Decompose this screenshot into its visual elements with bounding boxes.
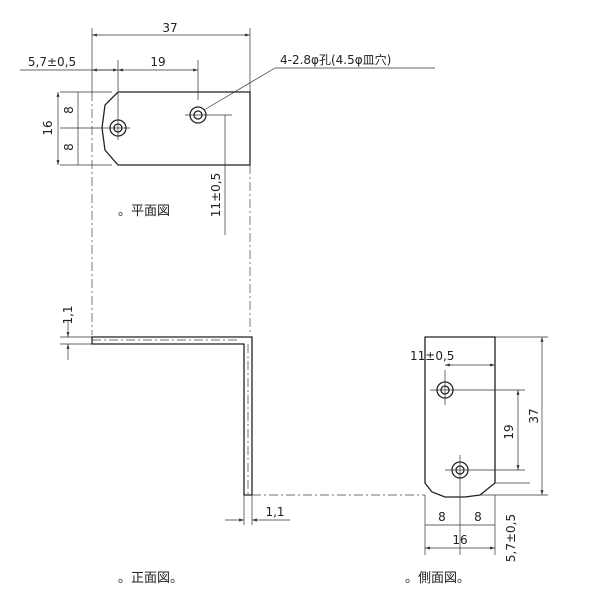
side-view-caption: 。側面図。 — [405, 571, 470, 586]
dim-thickness-side: 1,1 — [265, 505, 284, 519]
dim-side-width: 16 — [452, 533, 467, 547]
dim-half-lower: 8 — [62, 143, 76, 151]
hole-note: 4-2.8φ孔(4.5φ皿穴) — [280, 52, 391, 67]
front-view-outline — [91, 336, 253, 496]
dim-half-upper: 8 — [62, 106, 76, 114]
dim-overall-length: 37 — [162, 21, 177, 35]
dim-edge-offset: 5,7±0,5 — [28, 55, 76, 69]
dim-side-hole-to-end: 11±0,5 — [410, 349, 454, 363]
dim-width: 16 — [41, 120, 55, 135]
plan-view-outline — [101, 91, 251, 166]
dim-hole-to-end: 11±0,5 — [209, 173, 223, 217]
front-view-caption: 。正面図。 — [118, 571, 183, 586]
plan-view-caption: 。平面図 — [118, 204, 170, 219]
dim-side-half-right: 8 — [474, 510, 482, 524]
side-view-outline — [424, 336, 496, 498]
dim-side-edge-offset: 5,7±0,5 — [504, 514, 518, 562]
dim-side-hole-pitch: 19 — [502, 424, 516, 439]
dim-thickness-top: 1,1 — [61, 305, 75, 324]
plan-view: 37 5,7±0,5 19 4-2.8φ孔(4.5φ皿穴) 16 8 8 11±… — [20, 21, 435, 235]
dim-side-length: 37 — [527, 408, 541, 423]
side-view: 11±0,5 19 37 8 8 16 5,7±0,5 。側面図。 — [405, 336, 548, 586]
dim-side-half-left: 8 — [438, 510, 446, 524]
front-view: 1,1 1,1 。正面図。 — [60, 305, 290, 586]
dim-hole-pitch: 19 — [150, 55, 165, 69]
leader-line — [203, 67, 276, 111]
